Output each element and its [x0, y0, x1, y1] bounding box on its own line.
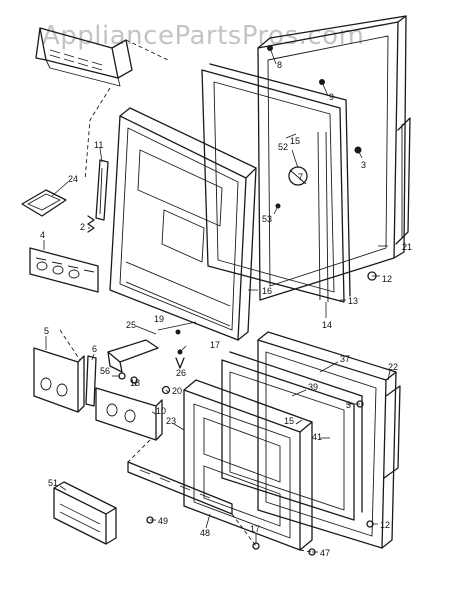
callout-labels: 8 9 3 52 7 53 21 12 13 14 15 16 11 24 2 …	[40, 60, 412, 558]
fresh-food-door-outer	[257, 331, 401, 549]
callout-23: 23	[166, 416, 176, 426]
callout-3-lower: 3	[346, 400, 351, 410]
shelf-divider	[85, 355, 97, 407]
callout-7: 7	[298, 172, 303, 182]
door-trim-strip	[127, 461, 233, 515]
bracket-assembly	[107, 321, 197, 373]
callout-8: 8	[277, 60, 282, 70]
freezer-door-panel	[109, 107, 257, 341]
freezer-door-outer	[257, 15, 411, 301]
callout-24: 24	[68, 174, 78, 184]
callout-15-lower: 15	[284, 416, 294, 426]
callout-4: 4	[40, 230, 45, 240]
callout-49: 49	[158, 516, 168, 526]
callout-52: 52	[278, 142, 288, 152]
callout-14: 14	[322, 320, 332, 330]
callout-51: 51	[48, 478, 58, 488]
callout-26: 26	[176, 368, 186, 378]
fresh-food-door-panel	[183, 379, 313, 551]
freezer-door-liner	[201, 63, 351, 303]
callout-19: 19	[154, 314, 164, 324]
callout-15-upper: 15	[290, 136, 300, 146]
butter-compartment	[95, 387, 163, 441]
callout-41: 41	[312, 432, 322, 442]
callout-16: 16	[262, 286, 272, 296]
upper-door-shelf	[29, 247, 99, 293]
callout-47: 47	[320, 548, 330, 558]
callout-13: 13	[348, 296, 358, 306]
fresh-food-door-liner	[221, 351, 363, 521]
callout-39: 39	[308, 382, 318, 392]
callout-3: 3	[361, 160, 366, 170]
callout-17-upper: 17	[210, 340, 220, 350]
callout-12-lower: 12	[380, 520, 390, 530]
spring-part	[87, 215, 95, 233]
callout-12-upper: 12	[382, 274, 392, 284]
top-shelf-bin	[35, 27, 133, 87]
callout-56: 56	[100, 366, 110, 376]
watermark-text: AppliancePartsPros.com	[42, 21, 364, 51]
callout-20: 20	[172, 386, 182, 396]
lower-door-shelf	[33, 347, 85, 413]
callout-17-lower: 17	[250, 524, 260, 534]
callout-53: 53	[262, 214, 272, 224]
callout-25: 25	[126, 320, 136, 330]
callout-leaders	[43, 47, 391, 553]
callout-2: 2	[80, 222, 85, 232]
callout-37: 37	[340, 354, 350, 364]
callout-10: 10	[156, 406, 166, 416]
callout-21: 21	[402, 242, 412, 252]
callout-5: 5	[44, 326, 49, 336]
callout-11: 11	[94, 140, 103, 150]
callout-22: 22	[388, 362, 398, 372]
callout-48: 48	[200, 528, 210, 538]
callout-18: 18	[130, 378, 140, 388]
callout-9: 9	[329, 92, 334, 102]
crisper-bin	[53, 481, 117, 545]
ice-tray	[21, 189, 67, 217]
hinge-strip	[95, 159, 109, 221]
cam-assembly	[267, 45, 377, 281]
callout-6: 6	[92, 344, 97, 354]
